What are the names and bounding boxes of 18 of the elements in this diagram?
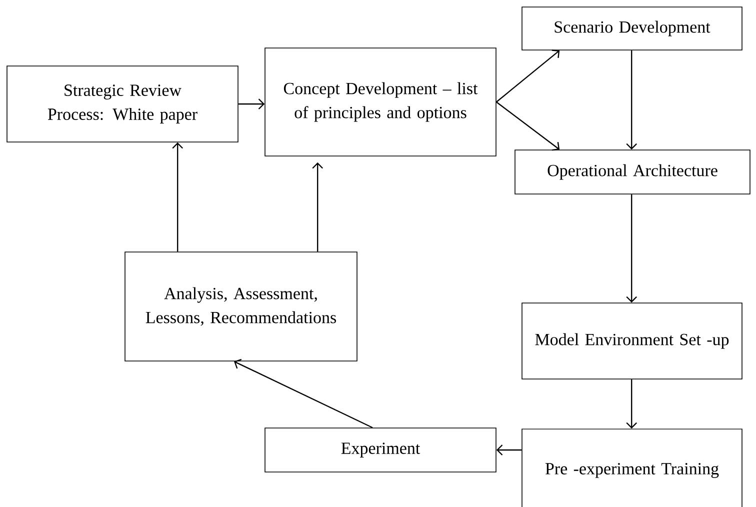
- arrow: [312, 162, 324, 252]
- process-box: Analysis, Assessment, Lessons, Recommendations: [124, 252, 358, 362]
- process-box: Operational Architecture: [514, 150, 750, 194]
- process-box: Model Environment Set -up: [522, 302, 742, 380]
- arrow: [496, 444, 522, 456]
- arrow: [234, 358, 373, 428]
- process-box: Pre -experiment Training: [522, 428, 742, 507]
- arrow: [238, 98, 265, 110]
- arrow: [626, 50, 638, 150]
- arrow: [496, 50, 560, 102]
- process-box: Scenario Development: [522, 6, 742, 50]
- arrow: [172, 142, 184, 252]
- process-box: Experiment: [264, 428, 496, 472]
- arrow: [626, 379, 638, 429]
- process-box: Strategic Review Process: White paper: [6, 66, 238, 142]
- arrow: [496, 102, 560, 151]
- arrow: [626, 194, 638, 303]
- process-box: Concept Development – list of principles and options: [264, 48, 496, 156]
